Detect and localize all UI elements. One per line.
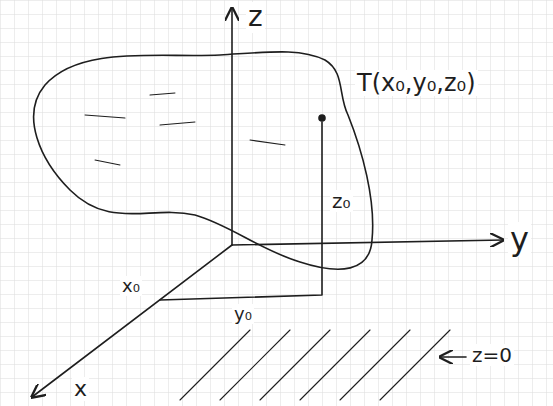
coordinate-label: y₀ <box>232 304 254 324</box>
projection-line <box>160 122 322 300</box>
y-axis <box>232 240 503 245</box>
plane-label: z=0 <box>470 344 514 366</box>
axis-label: y <box>508 222 531 257</box>
plane-hatching <box>180 330 450 400</box>
axis-label: x <box>72 377 89 401</box>
x-axis <box>32 245 232 397</box>
pointer-arrow <box>440 356 466 358</box>
coordinate-label: z₀ <box>330 190 353 212</box>
coordinate-label: x₀ <box>120 276 142 296</box>
point-t <box>319 115 325 121</box>
z-axis <box>231 8 233 245</box>
surface-shading <box>85 93 285 165</box>
point-label: T(x₀,y₀,z₀) <box>355 70 478 96</box>
axis-label: z <box>246 2 265 33</box>
